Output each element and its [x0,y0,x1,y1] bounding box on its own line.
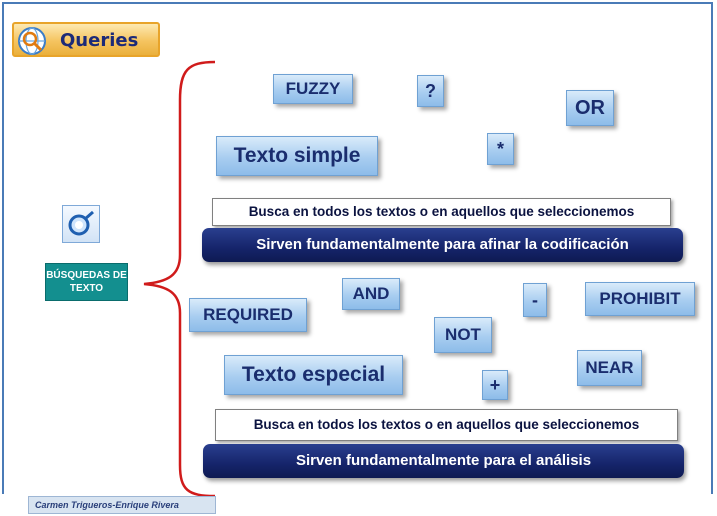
search-icon [62,205,100,243]
operator-not: NOT [434,317,492,353]
simple-purpose: Sirven fundamentalmente para afinar la c… [202,228,683,262]
operator-fuzzy: FUZZY [273,74,353,104]
page-title: Queries [60,30,139,51]
operator-asterisk: * [487,133,514,165]
curly-brace [143,60,216,498]
operator-or: OR [566,90,614,126]
simple-description: Busca en todos los textos o en aquellos … [212,198,671,226]
section-label: BÚSQUEDAS DE TEXTO [45,263,128,301]
operator-required: REQUIRED [189,298,307,332]
operator-prohibit: PROHIBIT [585,282,695,316]
tag-texto-simple: Texto simple [216,136,378,176]
operator-plus: + [482,370,508,400]
title-box: Queries [12,22,160,57]
operator-minus: - [523,283,547,317]
tag-texto-especial: Texto especial [224,355,403,395]
operator-and: AND [342,278,400,310]
operator-near: NEAR [577,350,642,386]
operator-question: ? [417,75,444,107]
search-globe-icon [18,27,46,55]
special-description: Busca en todos los textos o en aquellos … [215,409,678,441]
footer-credit: Carmen Trigueros-Enrique Rivera [28,496,216,514]
slide-frame [2,2,713,494]
special-purpose: Sirven fundamentalmente para el análisis [203,444,684,478]
